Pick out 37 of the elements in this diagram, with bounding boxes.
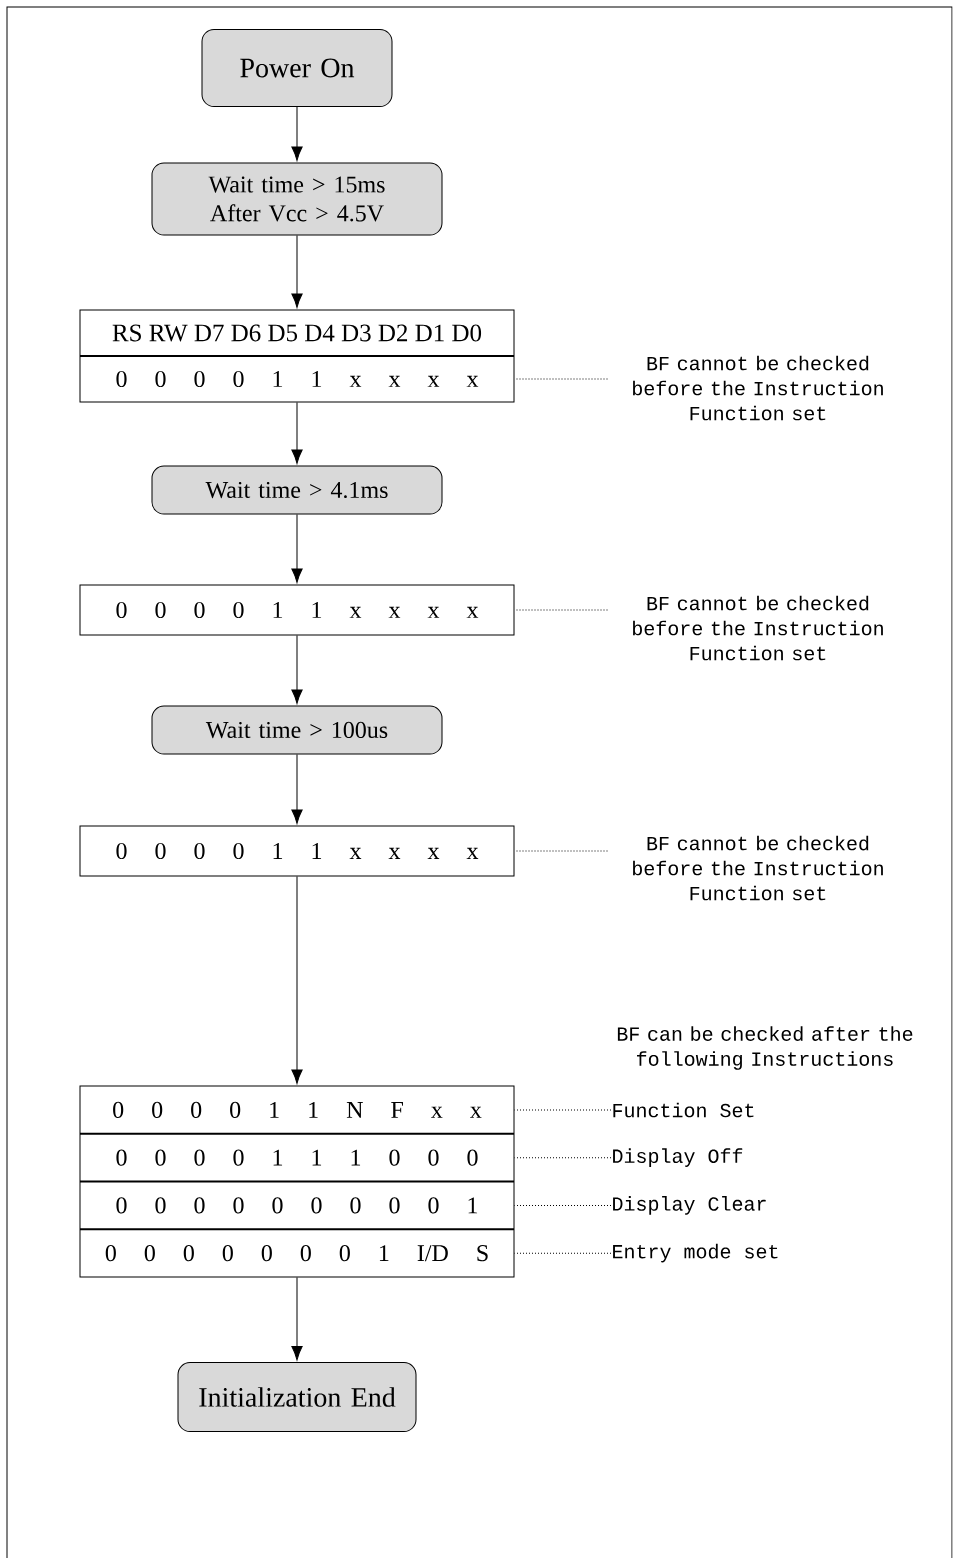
note-text: BF can be checked after the following Instructions <box>617 1026 913 1070</box>
bit-row: 0 0 0 0 1 1 1 0 0 0 <box>116 1149 478 1166</box>
leader-line <box>514 850 608 852</box>
arrow <box>291 106 303 161</box>
arrow <box>291 235 303 308</box>
arrow <box>291 754 303 824</box>
leader-line <box>514 609 608 611</box>
bit-row: 0 0 0 0 0 0 0 1 I/D S <box>105 1245 488 1262</box>
arrow <box>291 635 303 704</box>
arrow <box>291 402 303 464</box>
note-text: Display Clear <box>613 1196 766 1215</box>
leader-line <box>514 1252 612 1254</box>
leader-line <box>514 1204 612 1206</box>
bit-row: 0 0 0 0 1 1 N F x x <box>113 1101 482 1118</box>
bit-row: 0 0 0 0 1 1 x x x x <box>79 825 515 877</box>
leader-line <box>514 378 608 380</box>
note-text: Function Set <box>613 1102 754 1118</box>
process-box: Wait time > 15ms After Vcc > 4.5V <box>151 162 443 236</box>
leader-line <box>514 1157 612 1159</box>
arrow <box>291 1277 303 1361</box>
bit-row: 0 0 0 0 1 1 x x x x <box>79 584 515 636</box>
header-row: RS RW D7 D6 D5 D4 D3 D2 D1 D0 <box>112 324 482 342</box>
note-text: BF cannot be checked before the Instruction Function set <box>633 835 883 901</box>
note-text: Display Off <box>613 1148 743 1167</box>
process-box: Wait time > 4.1ms <box>151 465 443 515</box>
bit-row: 0 0 0 0 0 0 0 0 0 1 <box>116 1197 478 1214</box>
leader-line <box>514 1109 612 1111</box>
process-box: Power On <box>201 29 393 107</box>
note-text: BF cannot be checked before the Instruction Function set <box>633 355 883 421</box>
process-box: Initialization End <box>177 1362 417 1432</box>
arrow <box>291 514 303 583</box>
note-text: Entry mode set <box>613 1243 778 1263</box>
process-box: Wait time > 100us <box>151 705 443 755</box>
instruction-table <box>79 1085 515 1278</box>
arrow <box>291 876 303 1084</box>
note-text: BF cannot be checked before the Instruction Function set <box>633 595 883 661</box>
bit-row: 0 0 0 0 1 1 x x x x <box>116 370 479 388</box>
